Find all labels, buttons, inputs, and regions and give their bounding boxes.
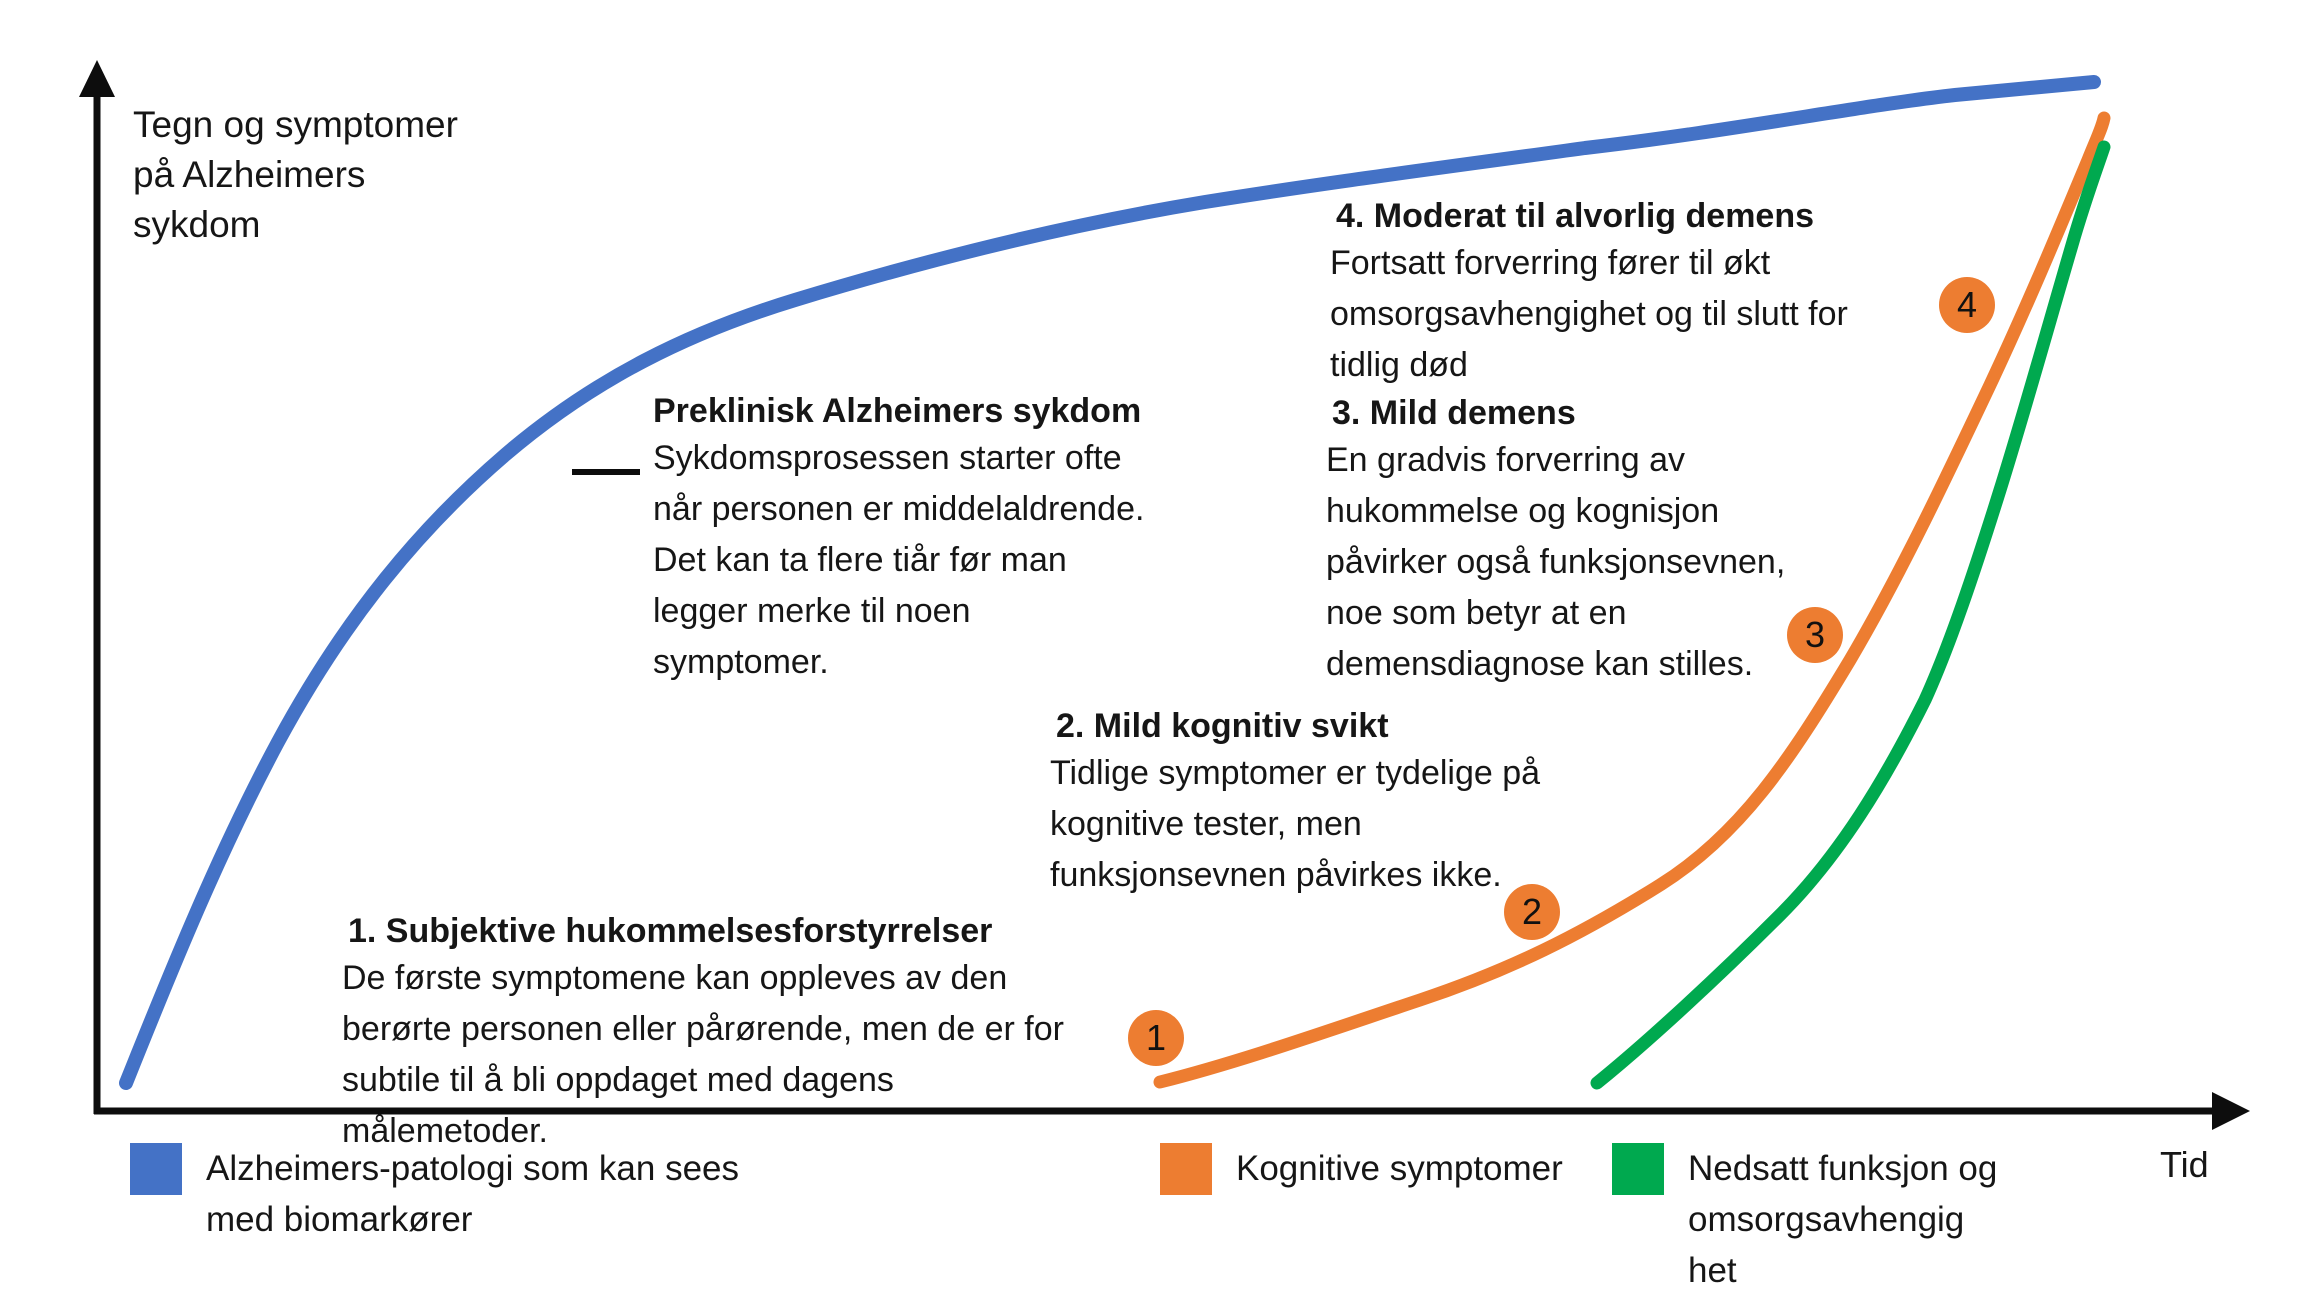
annotation-stage4: 4. Moderat til alvorlig demens Fortsatt … — [1330, 194, 1950, 391]
legend-swatch-cognitive — [1160, 1143, 1212, 1195]
biomarker-pathology-curve — [119, 75, 2101, 1090]
stage-marker-3-label: 3 — [1804, 614, 1826, 655]
x-axis-arrow-icon — [2212, 1092, 2250, 1130]
x-axis — [94, 1092, 2250, 1130]
functional-decline-curve — [1590, 140, 2111, 1090]
y-axis-arrow-icon — [79, 60, 115, 97]
annotation-preclinical-title: Preklinisk Alzheimers sykdom — [653, 392, 1142, 430]
legend-item-function: Nedsatt funksjon og omsorgsavhengig het — [1612, 1143, 1997, 1296]
legend-label-biomarkers: Alzheimers-patologi som kan sees med bio… — [206, 1149, 740, 1239]
annotation-stage3-body: En gradvis forverring av hukommelse og k… — [1326, 441, 1786, 683]
cognitive-symptoms-curve — [1153, 111, 2111, 1089]
annotation-stage3: 3. Mild demens En gradvis forverring av … — [1326, 391, 1926, 690]
legend-swatch-biomarkers — [130, 1143, 182, 1195]
annotation-stage3-title: 3. Mild demens — [1332, 394, 1576, 432]
stage-marker-2: 2 — [1504, 884, 1560, 940]
annotation-stage2-body: Tidlige symptomer er tydelige på kogniti… — [1050, 754, 1541, 894]
annotation-stage4-title: 4. Moderat til alvorlig demens — [1336, 197, 1815, 235]
annotation-stage4-body: Fortsatt forverring fører til økt omsorg… — [1330, 244, 1848, 384]
stage-marker-4: 4 — [1939, 277, 1995, 333]
stage-marker-4-label: 4 — [1956, 284, 1978, 325]
stage-marker-2-label: 2 — [1521, 891, 1543, 932]
annotation-preclinical: Preklinisk Alzheimers sykdom Sykdomspros… — [653, 389, 1213, 688]
legend-item-cognitive: Kognitive symptomer — [1160, 1143, 1563, 1195]
stage-marker-3: 3 — [1787, 607, 1843, 663]
stage-marker-1-label: 1 — [1145, 1017, 1167, 1058]
y-axis — [79, 60, 115, 1114]
annotation-stage1: 1. Subjektive hukommelsesforstyrrelser D… — [342, 909, 1102, 1157]
legend-item-biomarkers: Alzheimers-patologi som kan sees med bio… — [130, 1143, 739, 1245]
stage-marker-1: 1 — [1128, 1010, 1184, 1066]
annotation-preclinical-body: Sykdomsprosessen starter ofte når person… — [653, 439, 1145, 681]
annotation-stage2-title: 2. Mild kognitiv svikt — [1056, 707, 1389, 745]
y-axis-label: Tegn og symptomer på Alzheimers sykdom — [133, 104, 458, 245]
x-axis-label: Tid — [2160, 1144, 2209, 1185]
annotation-stage1-body: De første symptomene kan oppleves av den… — [342, 959, 1064, 1150]
annotation-stage1-title: 1. Subjektive hukommelsesforstyrrelser — [348, 912, 993, 950]
legend-label-cognitive: Kognitive symptomer — [1236, 1149, 1563, 1188]
annotation-stage2: 2. Mild kognitiv svikt Tidlige symptomer… — [1050, 704, 1630, 901]
legend-swatch-function — [1612, 1143, 1664, 1195]
legend-label-function: Nedsatt funksjon og omsorgsavhengig het — [1688, 1149, 1998, 1290]
